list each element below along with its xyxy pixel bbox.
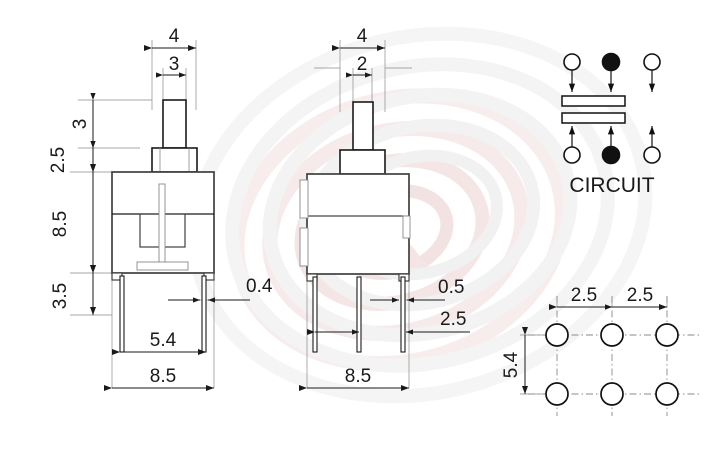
front-plunger (162, 99, 187, 149)
side-collar (339, 149, 386, 175)
footprint-hole-1 (545, 323, 569, 347)
footprint-extension-lines (520, 296, 668, 395)
dim-front-body-height: 8.5 (50, 164, 96, 273)
dim-label-side-4: 4 (357, 26, 368, 47)
circuit-diagram: CIRCUIT (561, 52, 661, 197)
side-plunger (352, 101, 374, 151)
front-collar (151, 147, 198, 173)
side-tab-right (402, 215, 411, 239)
circuit-terminal-top-1 (563, 53, 581, 71)
dim-front-body-width: 8.5 (104, 366, 214, 391)
dim-front-collar-width: 4 (144, 26, 196, 51)
dim-front-pin-length: 3.5 (50, 265, 96, 315)
dim-footprint-row-pitch: 5.4 (501, 327, 528, 394)
dim-label-front-85w: 8.5 (150, 366, 176, 387)
dim-label-front-04: 0.4 (246, 276, 273, 297)
dim-label-front-3w: 3 (169, 54, 180, 75)
dim-front-pin-span: 5.4 (112, 330, 206, 355)
dim-label-side-25: 2.5 (440, 309, 466, 330)
circuit-terminal-bottom-2 (601, 145, 621, 165)
footprint-hole-3 (655, 323, 679, 347)
footprint-hole-6 (655, 382, 679, 406)
dim-footprint-pitch-1: 2.5 (549, 285, 612, 310)
dim-side-body-width: 8.5 (299, 366, 409, 391)
dim-label-front-85h: 8.5 (50, 211, 71, 237)
dim-label-front-4: 4 (169, 26, 180, 47)
side-view: 4 2 0.5 (299, 26, 470, 391)
dim-label-fp-25b: 2.5 (627, 285, 653, 306)
dim-side-plunger-width: 2 (346, 54, 372, 78)
pcb-footprint: 2.5 2.5 5.4 (501, 285, 700, 416)
dim-front-collar-height: 2.5 (48, 141, 96, 173)
footprint-hole-4 (545, 382, 569, 406)
dim-label-fp-25a: 2.5 (571, 285, 597, 306)
dim-front-pin-thickness: 0.4 (168, 276, 273, 303)
side-pin-3 (400, 276, 406, 353)
side-pin-2 (356, 276, 362, 353)
dim-label-fp-54: 5.4 (501, 351, 522, 378)
dim-label-front-25: 2.5 (48, 147, 69, 173)
side-tab-upper-left (299, 179, 309, 219)
footprint-hole-2 (600, 323, 624, 347)
dim-side-pin-thickness: 0.5 (370, 277, 464, 303)
circuit-terminal-bottom-1 (563, 146, 581, 164)
front-body-base-rib (136, 261, 189, 271)
side-pin-1 (312, 276, 318, 353)
dim-label-front-3h: 3 (70, 119, 91, 130)
dim-side-pin-pitch: 2.5 (307, 309, 470, 335)
dim-side-collar-width: 4 (332, 26, 385, 51)
footprint-centerlines (528, 296, 700, 416)
footprint-hole-5 (600, 382, 624, 406)
dim-label-side-2: 2 (357, 54, 368, 75)
dim-footprint-pitch-2: 2.5 (605, 285, 667, 310)
circuit-title: CIRCUIT (569, 174, 654, 197)
dim-label-front-54: 5.4 (150, 330, 177, 351)
circuit-contact-bar-upper (561, 95, 626, 107)
dim-label-front-35: 3.5 (50, 283, 71, 309)
dim-front-plunger-height: 3 (70, 93, 96, 148)
front-pin-left (119, 275, 125, 353)
circuit-contact-bar-lower (561, 112, 626, 124)
side-body (306, 173, 410, 275)
circuit-terminal-top-2 (601, 52, 621, 72)
front-body-center-rib (158, 183, 166, 264)
side-tab-lower-left (299, 227, 309, 267)
dim-label-side-05: 0.5 (438, 277, 464, 298)
dim-label-side-85: 8.5 (345, 366, 371, 387)
front-pin-right (201, 275, 207, 353)
circuit-terminal-top-3 (643, 53, 661, 71)
front-view: 4 3 (48, 26, 273, 391)
dim-front-plunger-width: 3 (156, 54, 186, 78)
circuit-terminal-bottom-3 (643, 146, 661, 164)
